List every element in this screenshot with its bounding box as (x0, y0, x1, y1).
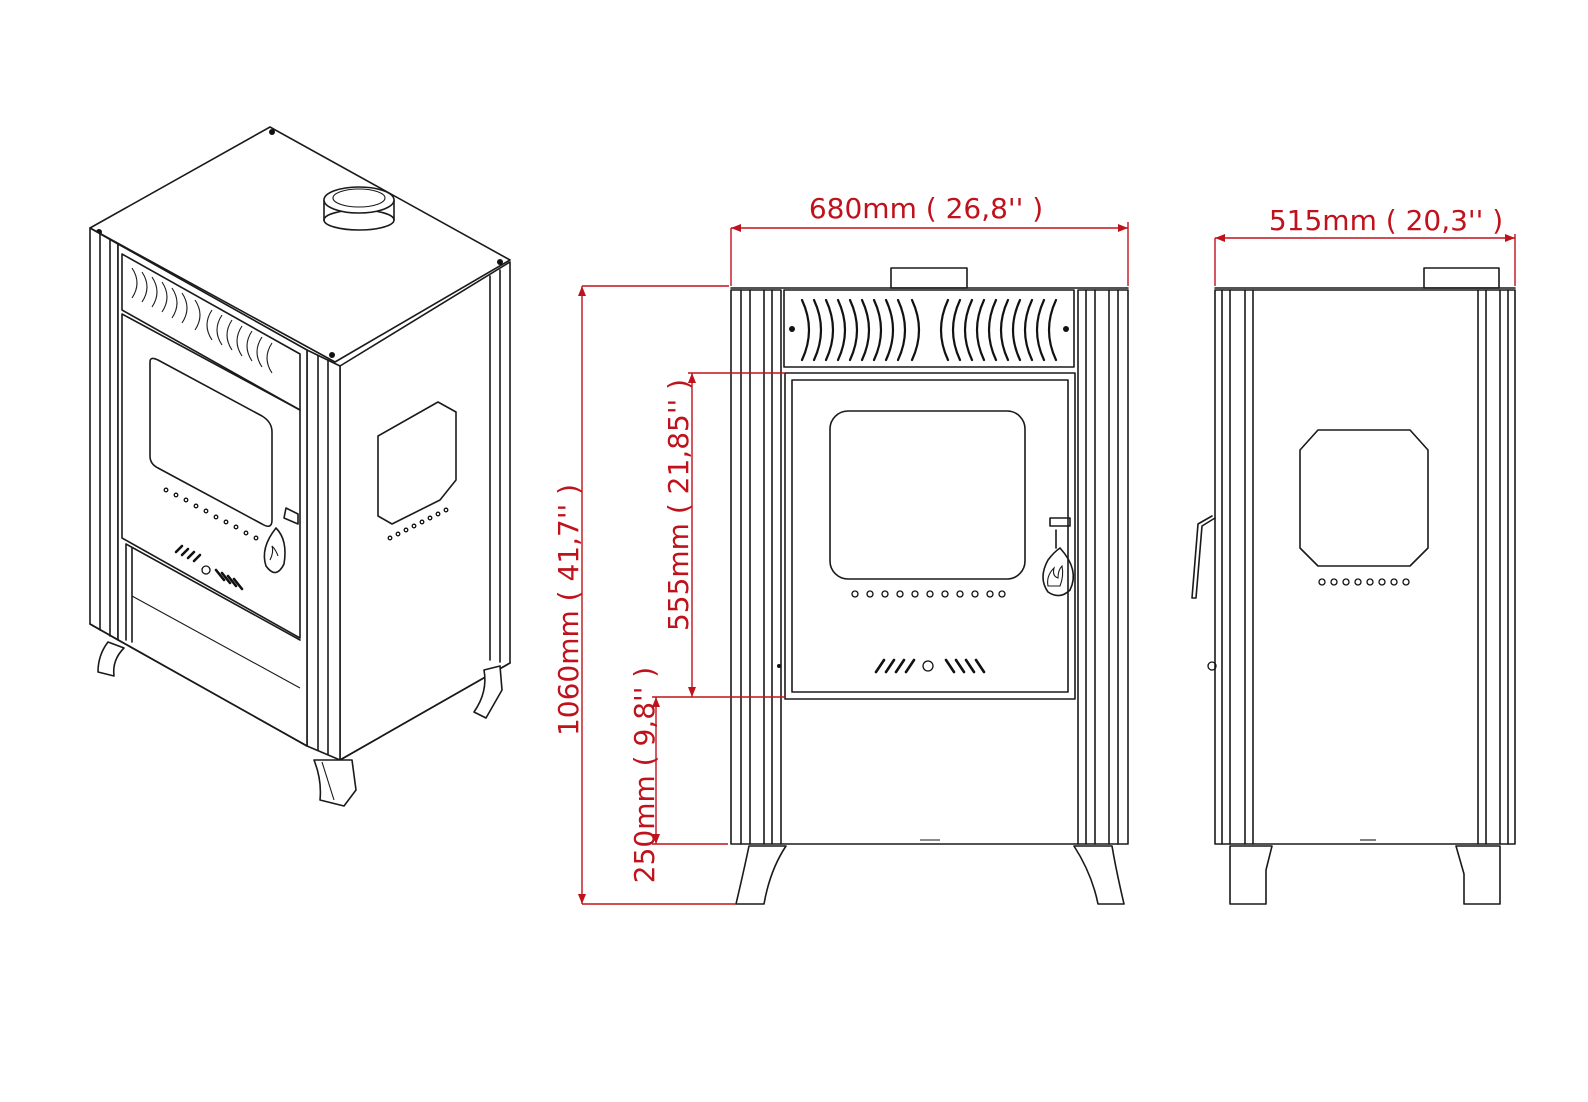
dimension-base-height: 250mm ( 9,8'' ) (628, 667, 728, 883)
height-total-label: 1060mm ( 41,7'' ) (552, 484, 585, 736)
dimension-height-total: 1060mm ( 41,7'' ) (552, 285, 736, 905)
width-front-label: 680mm ( 26,8'' ) (809, 192, 1043, 225)
flue-collar (323, 186, 395, 231)
door-vent-dots (851, 590, 1006, 598)
dimension-width-side: 515mm ( 20,3'' ) (1214, 204, 1516, 286)
stove-front-view (730, 267, 1129, 905)
width-side-label: 515mm ( 20,3'' ) (1269, 204, 1503, 237)
dimension-width-front: 680mm ( 26,8'' ) (730, 192, 1129, 286)
door-height-label: 555mm ( 21,85'' ) (662, 379, 695, 631)
stove-side-view (1191, 267, 1516, 905)
flame-icon (1047, 564, 1064, 587)
base-height-label: 250mm ( 9,8'' ) (628, 667, 661, 883)
door-handle (1042, 517, 1075, 597)
stove-isometric-view (89, 126, 511, 807)
dimension-door-height: 555mm ( 21,85'' ) (662, 372, 785, 698)
